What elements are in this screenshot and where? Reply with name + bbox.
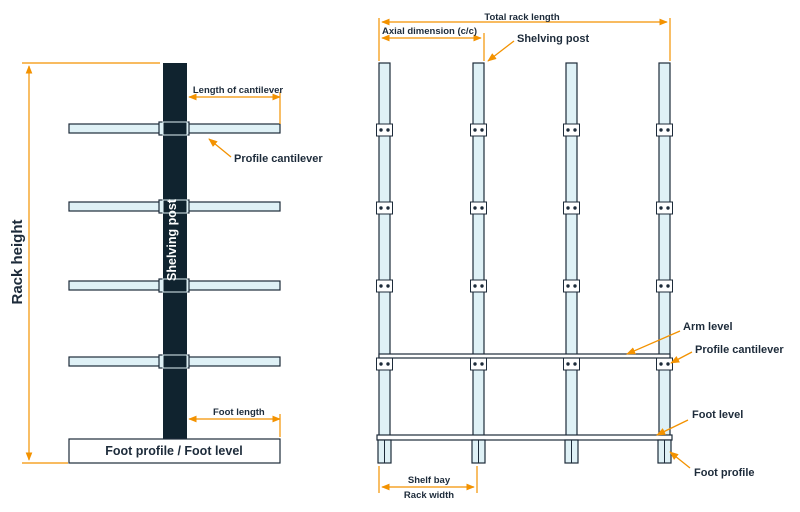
shelving-post xyxy=(472,62,485,440)
profile-cantilever-leader-right: Profile cantilever xyxy=(670,344,784,364)
bolt-connector xyxy=(656,279,673,293)
bolt-connector xyxy=(376,357,393,371)
posts-right xyxy=(378,62,671,440)
foot-level-label: Foot level xyxy=(692,409,743,421)
shelving-post xyxy=(658,62,671,440)
right-front-view: Total rack length Axial dimension (c/c) … xyxy=(376,12,784,501)
axial-dimension: Axial dimension (c/c) xyxy=(381,26,485,61)
bolt-connector xyxy=(376,123,393,137)
bolt-connector xyxy=(563,201,580,215)
foot-profile-label-left: Foot profile / Foot level xyxy=(105,444,243,458)
arm-level-bar xyxy=(378,353,671,359)
axial-dimension-label: Axial dimension (c/c) xyxy=(382,26,477,37)
foot-level-leader: Foot level xyxy=(656,409,743,436)
arm-level-label: Arm level xyxy=(683,321,733,333)
bolt-connector xyxy=(656,357,673,371)
shelf-bay-label: Shelf bay xyxy=(408,475,451,486)
arm-connectors xyxy=(376,123,673,371)
shelving-post-label-right: Shelving post xyxy=(517,33,589,45)
bolt-connector xyxy=(563,123,580,137)
bolt-connector xyxy=(470,279,487,293)
shelving-post xyxy=(565,62,578,440)
bolt-connector xyxy=(470,123,487,137)
shelving-post-left xyxy=(163,63,187,439)
bolt-connector xyxy=(563,279,580,293)
foot-length-label: Foot length xyxy=(213,407,265,418)
rack-height-label: Rack height xyxy=(9,219,26,304)
foot-profile-label-right: Foot profile xyxy=(694,467,755,479)
shelf-bay-dimension: Shelf bay Rack width xyxy=(378,466,478,501)
bolt-connector xyxy=(376,279,393,293)
post-joints xyxy=(162,121,188,369)
bolt-connector xyxy=(656,123,673,137)
bolt-connector xyxy=(470,201,487,215)
profile-cantilever-label-left: Profile cantilever xyxy=(234,153,323,165)
foot-level-bar xyxy=(376,434,673,441)
feet-right xyxy=(377,439,672,464)
shelving-post-label-left: Shelving post xyxy=(165,198,179,281)
total-rack-length-dimension: Total rack length xyxy=(378,12,671,61)
profile-cantilever-leader-left: Profile cantilever xyxy=(208,138,323,165)
rack-width-label: Rack width xyxy=(404,490,454,501)
left-side-view: Rack height xyxy=(9,62,323,464)
shelving-post-leader-right: Shelving post xyxy=(487,33,589,62)
shelving-post xyxy=(378,62,391,440)
profile-cantilever-label-right: Profile cantilever xyxy=(695,344,784,356)
bolt-connector xyxy=(656,201,673,215)
foot-profile-left xyxy=(68,438,281,464)
total-rack-length-label: Total rack length xyxy=(484,12,560,23)
foot-profile-leader-right: Foot profile xyxy=(669,451,755,479)
bolt-connector xyxy=(376,201,393,215)
rack-height-dimension: Rack height xyxy=(9,62,160,464)
arm-level-leader: Arm level xyxy=(626,321,733,355)
length-of-cantilever-label: Length of cantilever xyxy=(193,85,284,96)
foot-length-dimension: Foot length xyxy=(188,407,281,437)
bolt-connector xyxy=(470,357,487,371)
bolt-connector xyxy=(563,357,580,371)
length-of-cantilever-dimension: Length of cantilever xyxy=(188,85,284,124)
